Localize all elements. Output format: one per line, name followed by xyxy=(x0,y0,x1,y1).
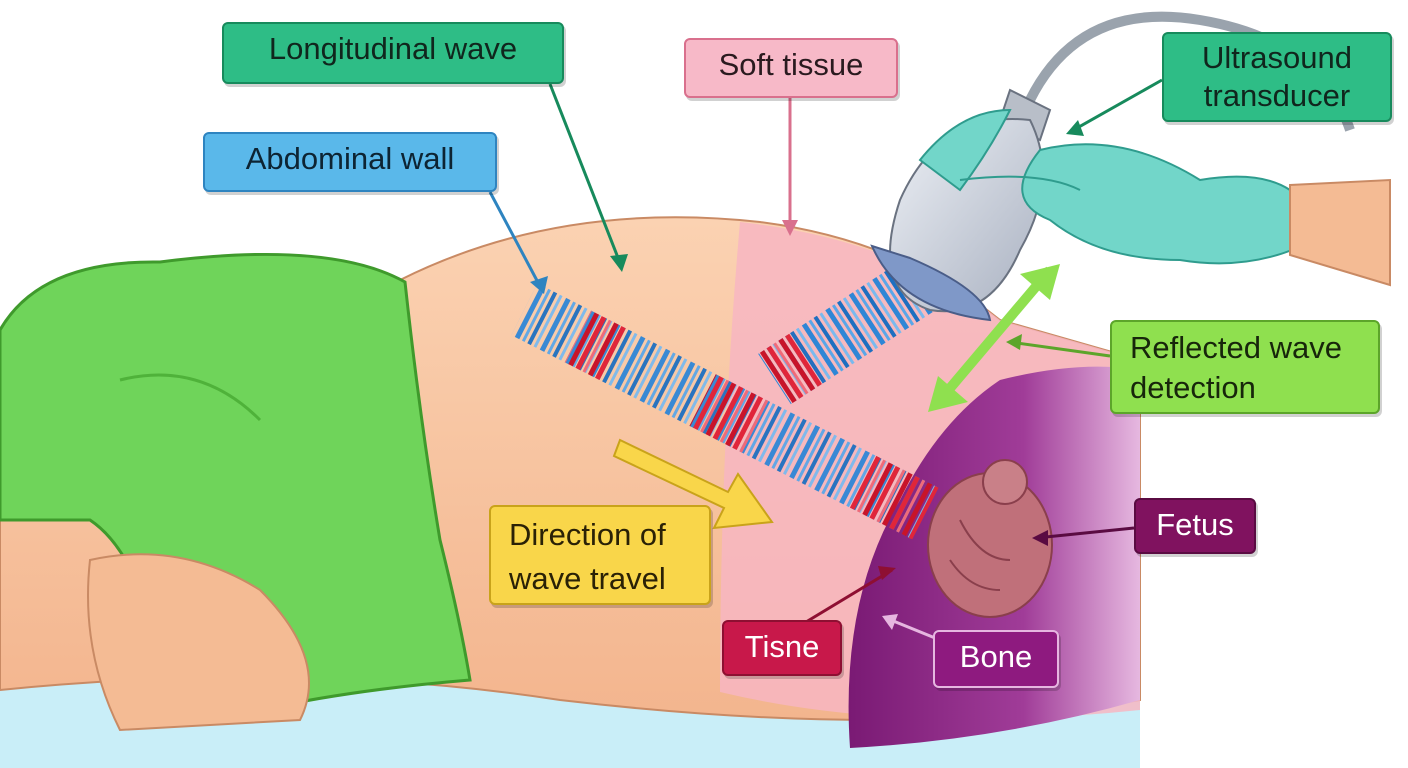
fetus-figure xyxy=(927,459,1053,618)
direction-arrow xyxy=(612,438,774,530)
label-abdominal-wall: Abdominal wall xyxy=(203,132,497,192)
label-ultrasound-transducer: Ultrasound transducer xyxy=(1162,32,1392,122)
label-direction-line1: Direction of xyxy=(509,517,666,552)
reflected-double-arrow xyxy=(928,264,1060,412)
thigh xyxy=(87,553,310,732)
green-clothing-fold xyxy=(119,373,262,422)
label-tisne-text: Tisne xyxy=(744,629,820,664)
label-abdominal-wall-text: Abdominal wall xyxy=(245,141,455,176)
label-transducer-line1: Ultrasound xyxy=(1202,40,1352,75)
label-longitudinal-wave-text: Longitudinal wave xyxy=(268,31,518,66)
gloved-hand xyxy=(918,108,1391,287)
longitudinal-wave-band xyxy=(511,283,939,540)
label-fetus-text: Fetus xyxy=(1156,507,1234,542)
label-fetus: Fetus xyxy=(1134,498,1256,554)
label-bone-text: Bone xyxy=(959,639,1033,674)
label-reflected-wave-detection: Reflected wave detection xyxy=(1110,320,1380,414)
label-longitudinal-wave: Longitudinal wave xyxy=(222,22,564,84)
label-transducer-line2: transducer xyxy=(1203,78,1351,113)
label-soft-tissue-text: Soft tissue xyxy=(718,47,864,82)
label-tisne: Tisne xyxy=(722,620,842,676)
label-soft-tissue: Soft tissue xyxy=(684,38,898,98)
leader-lines xyxy=(488,78,1163,642)
label-direction-line2: wave travel xyxy=(509,561,666,596)
label-reflected-line1: Reflected wave xyxy=(1130,330,1342,365)
label-reflected-line2: detection xyxy=(1130,370,1256,405)
label-bone: Bone xyxy=(933,630,1059,688)
label-direction-of-wave-travel: Direction of wave travel xyxy=(489,505,711,605)
